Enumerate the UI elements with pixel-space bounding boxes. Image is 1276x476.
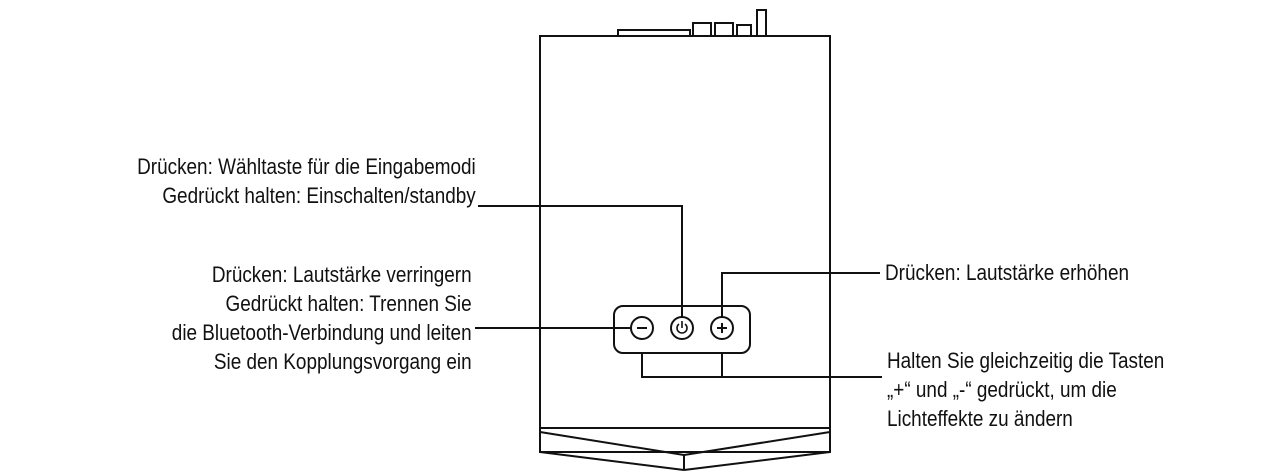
leader-mode: [478, 205, 683, 317]
callout-both-buttons: Halten Sie gleichzeitig die Tasten „+“ u…: [887, 346, 1164, 433]
leader-volume-up: [721, 272, 880, 317]
callout-both-line1: Halten Sie gleichzeitig die Tasten: [887, 348, 1165, 373]
callout-mode-line1: Drücken: Wähltaste für die Eingabemodi: [137, 154, 476, 179]
callout-volume-down: Drücken: Lautstärke verringern Gedrückt …: [172, 260, 472, 376]
callout-volume-down-line3: die Bluetooth-Verbindung und leiten: [172, 320, 472, 345]
callout-both-line2: „+“ und „-“ gedrückt, um die: [887, 377, 1117, 402]
callout-volume-down-line2: Gedrückt halten: Trennen Sie: [225, 291, 472, 316]
leader-lines: [475, 205, 882, 378]
top-controls: [617, 9, 767, 37]
callout-volume-down-line1: Drücken: Lautstärke verringern: [212, 262, 472, 287]
callout-mode-line2: Gedrückt halten: Einschalten/standby: [162, 183, 476, 208]
leader-both: [641, 353, 723, 378]
callout-volume-up-line1: Drücken: Lautstärke erhöhen: [885, 260, 1130, 285]
callout-volume-down-line4: Sie den Kopplungsvorgang ein: [214, 349, 472, 374]
plus-icon: [717, 323, 727, 333]
power-icon: [676, 321, 688, 334]
callout-mode: Drücken: Wähltaste für die Eingabemodi G…: [137, 152, 476, 210]
speaker-base: [539, 431, 831, 471]
speaker-body: [539, 35, 831, 453]
power-button[interactable]: [670, 316, 694, 340]
volume-down-button[interactable]: [630, 316, 654, 340]
callout-both-line3: Lichteffekte zu ändern: [887, 406, 1073, 431]
volume-up-button[interactable]: [710, 316, 734, 340]
callout-volume-up: Drücken: Lautstärke erhöhen: [885, 258, 1129, 287]
